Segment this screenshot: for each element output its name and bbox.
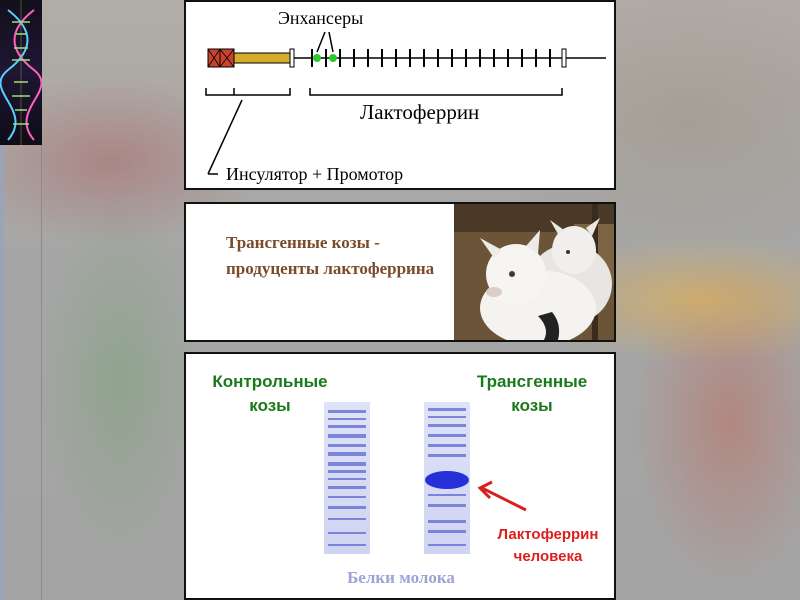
- milk-proteins-label: Белки молока: [347, 568, 455, 587]
- dna-helix-logo: [0, 0, 42, 145]
- lactoferrin-bracket: [309, 88, 563, 96]
- left-divider-line: [41, 0, 42, 600]
- promoter-bar: [233, 52, 291, 64]
- insulator-box: [207, 48, 235, 68]
- enhancer-dot-2: [329, 54, 337, 62]
- lactoferrin-label: Лактоферрин: [360, 100, 480, 124]
- gene-construct-panel: Энхансеры: [184, 0, 616, 190]
- goat-photo: [454, 204, 614, 340]
- gel-electrophoresis-panel: Контрольные козы Трансгенные козы: [184, 352, 616, 600]
- exon-ticks: [311, 49, 551, 67]
- insulator-promoter-bracket: [205, 88, 291, 96]
- control-goats-label: Контрольные козы: [212, 372, 328, 415]
- gene-construct-diagram: [205, 31, 606, 175]
- lactoferrin-arrow: [477, 480, 527, 512]
- enhancers-label: Энхансеры: [278, 8, 364, 28]
- insulator-promoter-label: Инсулятор + Промотор: [226, 164, 404, 184]
- lactoferrin-band: [425, 471, 469, 489]
- gel-lanes: [324, 402, 527, 554]
- transgenic-goats-panel: Трансгенные козы - продуценты лактоферри…: [184, 202, 616, 342]
- left-accent-stripe: [0, 145, 4, 600]
- human-lactoferrin-label: Лактоферрин человека: [497, 526, 599, 565]
- enhancer-dot-1: [313, 54, 321, 62]
- goats-caption: Трансгенные козы - продуценты лактоферри…: [226, 233, 435, 278]
- transgenic-goats-label: Трансгенные козы: [476, 372, 588, 415]
